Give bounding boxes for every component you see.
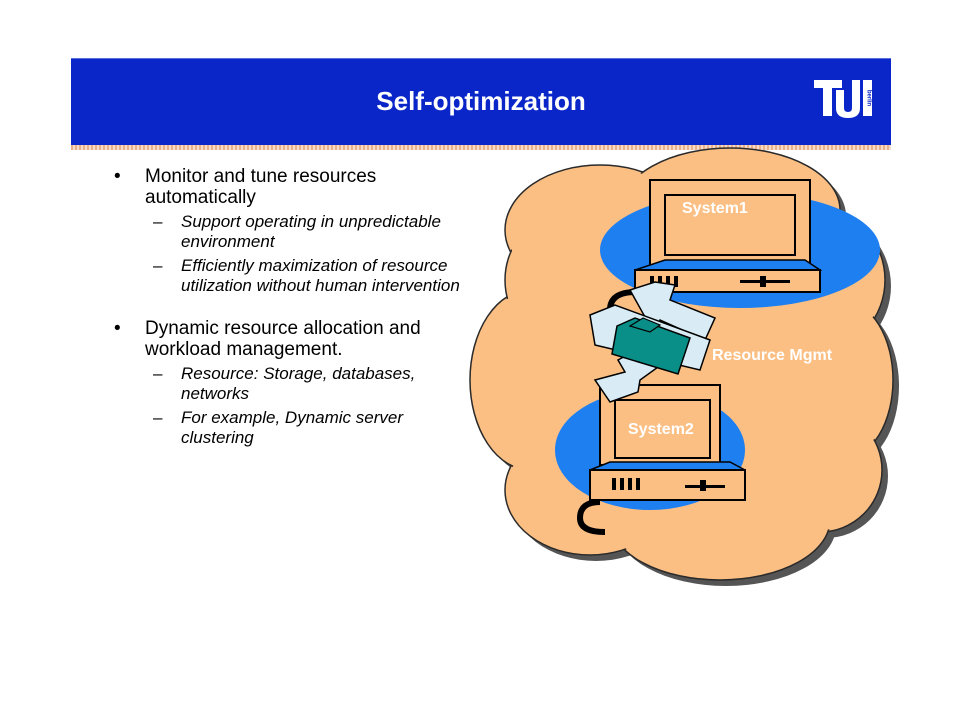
tu-berlin-logo: berlin bbox=[814, 80, 872, 118]
bullet-text: Dynamic resource allocation and workload… bbox=[145, 318, 421, 360]
dash-icon: – bbox=[153, 364, 163, 383]
dash-icon: – bbox=[153, 408, 163, 427]
cloud-illustration bbox=[469, 147, 899, 586]
resource-diagram: System1 Resource Mgmt System2 bbox=[460, 140, 900, 600]
sub-bullet-item: – Support operating in unpredictable env… bbox=[110, 212, 470, 252]
dash-icon: – bbox=[153, 212, 163, 231]
sub-bullet-item: – Efficiently maximization of resource u… bbox=[110, 256, 470, 296]
bullet-item: • Monitor and tune resources automatical… bbox=[110, 166, 470, 208]
computer-system2-icon bbox=[555, 384, 746, 535]
dash-icon: – bbox=[153, 256, 163, 275]
title-banner: Self-optimization bbox=[71, 58, 891, 146]
system1-label: System1 bbox=[682, 200, 748, 217]
sub-bullet-item: – Resource: Storage, databases, networks bbox=[110, 364, 470, 404]
sub-bullet-text: Efficiently maximization of resource uti… bbox=[181, 256, 460, 295]
sub-bullet-text: For example, Dynamic server clustering bbox=[181, 408, 404, 447]
bullet-list: • Monitor and tune resources automatical… bbox=[110, 166, 470, 448]
banner-divider bbox=[71, 145, 891, 150]
sub-bullet-text: Resource: Storage, databases, networks bbox=[181, 364, 416, 403]
logo-text: berlin bbox=[866, 90, 872, 107]
sub-bullet-item: – For example, Dynamic server clustering bbox=[110, 408, 470, 448]
bullet-dot-icon: • bbox=[114, 318, 121, 339]
bullet-item: • Dynamic resource allocation and worklo… bbox=[110, 318, 470, 360]
bullet-dot-icon: • bbox=[114, 166, 121, 187]
bullet-text: Monitor and tune resources automatically bbox=[145, 166, 377, 208]
slide-title: Self-optimization bbox=[376, 86, 586, 116]
system2-label: System2 bbox=[628, 421, 694, 438]
folder-icon bbox=[611, 317, 691, 375]
sub-bullet-text: Support operating in unpredictable envir… bbox=[181, 212, 441, 251]
resource-mgmt-label: Resource Mgmt bbox=[712, 347, 833, 364]
computer-system1-icon bbox=[600, 179, 880, 328]
